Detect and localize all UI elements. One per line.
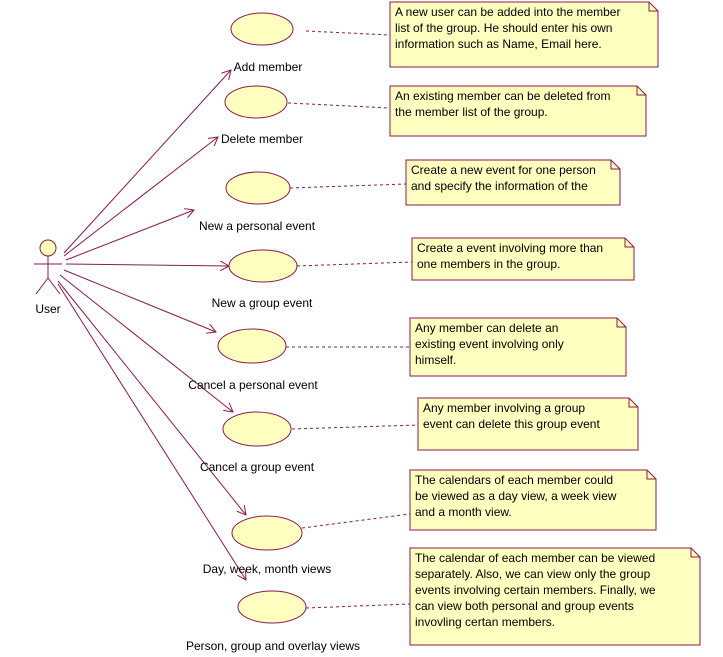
actor-label: User bbox=[35, 302, 60, 316]
notes: A new user can be added into the member l… bbox=[286, 1, 701, 646]
use-case-ellipse bbox=[222, 411, 292, 447]
note-text-line: information such as Name, Email here. bbox=[395, 37, 602, 51]
user-actor: User bbox=[34, 239, 62, 316]
association-arrow bbox=[63, 137, 218, 257]
note-fold bbox=[628, 398, 638, 408]
use-case-label: Person, group and overlay views bbox=[186, 639, 360, 653]
note-connector bbox=[296, 261, 413, 267]
actor-head bbox=[39, 239, 57, 257]
use-case-label: Cancel a group event bbox=[200, 460, 315, 474]
note-text-line: The calendar of each member can be viewe… bbox=[415, 551, 655, 565]
associations bbox=[57, 70, 246, 580]
note-connector bbox=[301, 513, 411, 529]
note-connector bbox=[287, 102, 391, 109]
note-box bbox=[389, 1, 659, 68]
note: A new user can be added into the member l… bbox=[389, 1, 659, 68]
note-text-line: A new user can be added into the member bbox=[395, 5, 620, 19]
association-arrow bbox=[63, 70, 231, 254]
note: Any member can delete an existing event i… bbox=[409, 317, 627, 377]
use-case-ellipse bbox=[217, 328, 287, 364]
association-arrow bbox=[63, 269, 216, 332]
note-fold bbox=[624, 238, 634, 248]
note-text-line: can view both personal and group events bbox=[415, 599, 634, 613]
note-fold bbox=[610, 160, 620, 170]
note: Any member involving a group event can de… bbox=[417, 397, 639, 451]
use-case-label: Delete member bbox=[221, 132, 303, 146]
note-box bbox=[405, 159, 621, 206]
note-text-line: one members in the group. bbox=[417, 257, 560, 271]
association-arrow bbox=[65, 264, 229, 266]
note-fold bbox=[648, 2, 658, 12]
note: An existing member can be deleted from th… bbox=[389, 85, 647, 137]
association-arrow bbox=[59, 274, 233, 412]
note-text-line: Any member can delete an bbox=[415, 321, 558, 335]
association-arrow bbox=[57, 280, 246, 515]
note: Create a event involving more than one me… bbox=[411, 237, 635, 281]
use-case-label: New a group event bbox=[212, 296, 313, 310]
use-case-ellipse bbox=[230, 12, 294, 46]
note: The calendar of each member can be viewe… bbox=[409, 547, 701, 646]
association-arrow bbox=[57, 283, 246, 580]
actor-leg-left bbox=[35, 277, 49, 295]
note-text-line: The calendars of each member could bbox=[415, 473, 613, 487]
use-case-ellipse bbox=[237, 590, 307, 624]
note-text-line: and specify the information of the bbox=[411, 179, 588, 193]
note-fold bbox=[616, 318, 626, 328]
note-text-line: existing event involving only bbox=[415, 337, 564, 351]
note-text-line: and a month view. bbox=[415, 505, 512, 519]
use-case-label: Day, week, month views bbox=[203, 562, 332, 576]
use-case-ellipse bbox=[224, 85, 288, 119]
use-case-ellipse bbox=[228, 249, 298, 283]
note-text-line: the member list of the group. bbox=[395, 105, 548, 119]
note-text-line: be viewed as a day view, a week view bbox=[415, 489, 617, 503]
use-case-ellipse bbox=[225, 171, 291, 205]
note-text-line: list of the group. He should enter his o… bbox=[395, 21, 612, 35]
note-connector bbox=[305, 603, 411, 609]
note-text-line: Create a event involving more than bbox=[417, 241, 603, 255]
note-text-line: invovling certan members. bbox=[415, 615, 555, 629]
use-case-ellipse bbox=[231, 515, 303, 551]
note-fold bbox=[636, 86, 646, 96]
use-case-label: New a personal event bbox=[199, 219, 316, 233]
note-box bbox=[409, 469, 657, 531]
note-text-line: events involving certain members. Finall… bbox=[415, 583, 656, 597]
actor-leg-right bbox=[47, 277, 61, 295]
association-arrow bbox=[65, 210, 194, 261]
note-box bbox=[411, 237, 635, 281]
note-box bbox=[417, 397, 639, 451]
use-case-label: Cancel a personal event bbox=[188, 378, 318, 392]
note-box bbox=[409, 317, 627, 377]
note-text-line: An existing member can be deleted from bbox=[395, 89, 610, 103]
note-connector bbox=[289, 183, 407, 189]
note-box bbox=[389, 85, 647, 137]
note: Create a new event for one person and spe… bbox=[405, 159, 621, 206]
note-connector bbox=[291, 424, 419, 430]
note-text-line: Create a new event for one person bbox=[411, 163, 596, 177]
note: The calendars of each member could be vie… bbox=[409, 469, 657, 531]
note-connector bbox=[305, 30, 391, 36]
note-box bbox=[409, 547, 701, 646]
use-case-label: Add member bbox=[234, 60, 303, 74]
note-text-line: himself. bbox=[415, 353, 456, 367]
note-fold bbox=[690, 548, 700, 558]
note-text-line: separately. Also, we can view only the g… bbox=[415, 567, 651, 581]
note-text-line: event can delete this group event bbox=[423, 417, 600, 431]
note-fold bbox=[646, 470, 656, 480]
note-text-line: Any member involving a group bbox=[423, 401, 585, 415]
